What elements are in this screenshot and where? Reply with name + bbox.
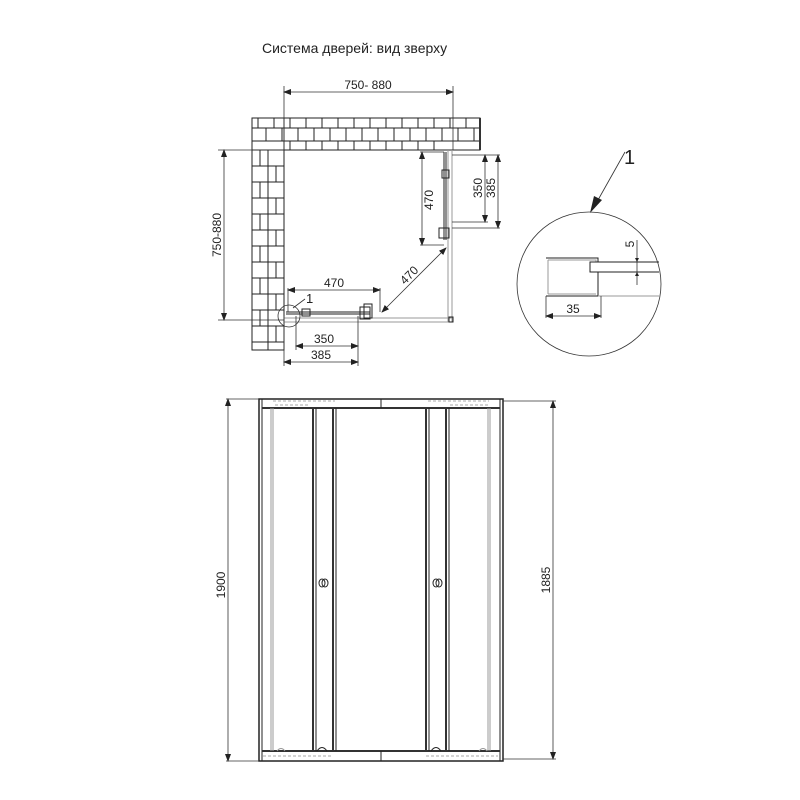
side-door-label: 470 [422, 190, 436, 210]
profile-section [546, 257, 659, 297]
front-fixed-dimensions: 350 385 [283, 316, 359, 366]
front-view: 1900 1885 [214, 398, 556, 762]
callout-number: 1 [306, 291, 313, 306]
total-height-label: 1900 [214, 571, 228, 598]
top-view: 750- 880 750-880 [210, 78, 501, 366]
side-350-label: 350 [471, 178, 485, 198]
front-385-label: 385 [311, 348, 331, 362]
gap-dimension: 5 [623, 240, 639, 285]
gap-label: 5 [623, 240, 637, 247]
diagonal-dimension: 470 [381, 247, 447, 313]
door-height-dimension: 1885 [503, 400, 556, 760]
enclosure-outline [284, 150, 454, 323]
front-350-label: 350 [314, 332, 334, 346]
front-door-dimension: 470 [287, 276, 381, 312]
total-height-dimension: 1900 [214, 398, 259, 762]
detail-callout-marker: 1 [277, 291, 313, 328]
side-fixed-dimensions: 350 385 [452, 154, 501, 229]
diagonal-label: 470 [397, 263, 421, 287]
detail-view: 1 5 35 [516, 147, 662, 357]
side-385-label: 385 [484, 178, 498, 198]
front-door-label: 470 [324, 276, 344, 290]
right-door-handle-icon [432, 578, 440, 588]
detail-callout-number: 1 [624, 147, 635, 169]
left-sliding-door [276, 408, 337, 752]
depth-dim-label: 750-880 [210, 213, 224, 257]
width-dimension: 750- 880 [283, 78, 454, 150]
left-door-handle-icon [318, 578, 326, 588]
drawing-title: Система дверей: вид зверху [262, 40, 448, 56]
right-sliding-door [425, 408, 488, 752]
brick-wall-top [251, 117, 481, 151]
door-height-label: 1885 [539, 566, 553, 593]
side-door-dimension: 470 [419, 151, 444, 246]
depth-dimension: 750-880 [210, 149, 284, 321]
brick-wall-left [251, 117, 285, 351]
width-dim-label: 750- 880 [344, 78, 392, 92]
profile-width-label: 35 [566, 302, 580, 316]
profile-width-dimension: 35 [545, 296, 602, 319]
